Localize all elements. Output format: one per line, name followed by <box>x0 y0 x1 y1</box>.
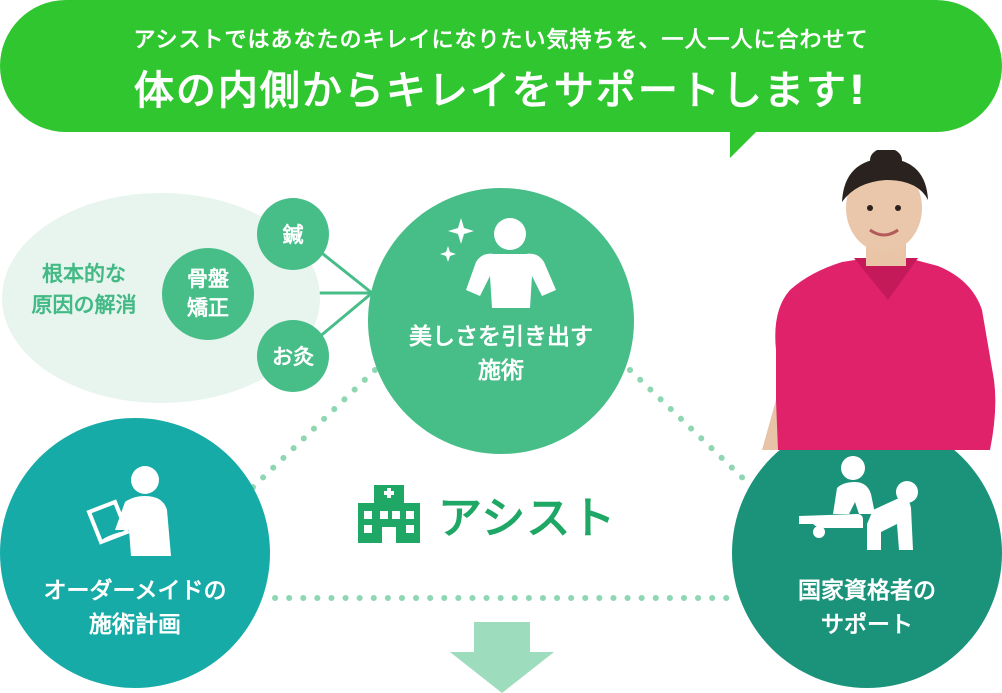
beauty-treatment-line1: 美しさを引き出す <box>409 324 593 350</box>
licensed-support-line2: サポート <box>821 612 913 638</box>
sparkle-person-icon <box>440 218 556 308</box>
clinic-logo: アシスト <box>358 484 638 544</box>
acupuncture-label: 鍼 <box>282 223 304 247</box>
therapist-icon <box>799 456 918 550</box>
root-cause-label: 根本的な 原因の解消 <box>14 259 154 321</box>
root-cause-label-line1: 根本的な <box>42 262 126 286</box>
moxibustion-badge: お灸 <box>257 320 329 392</box>
pelvis-label-line2: 矯正 <box>187 296 229 320</box>
custom-plan-circle: オーダーメイドの 施術計画 <box>0 418 270 688</box>
banner-title: 体の内側からキレイをサポートします! <box>133 68 869 114</box>
speech-bubble-banner <box>0 0 1002 132</box>
custom-plan-line2: 施術計画 <box>89 612 181 638</box>
moxibustion-label: お灸 <box>272 345 314 369</box>
clinic-name: アシスト <box>438 493 617 544</box>
licensed-support-circle: 国家資格者の サポート <box>732 418 1002 688</box>
clinic-building-icon <box>358 485 420 543</box>
speech-bubble-tail <box>730 120 768 158</box>
banner-subtitle: アシストではあなたのキレイになりたい気持ちを、一人一人に合わせて <box>133 28 869 53</box>
staff-photo <box>762 150 996 450</box>
pelvis-label-line1: 骨盤 <box>187 267 229 291</box>
beauty-treatment-circle: 美しさを引き出す 施術 <box>368 188 634 454</box>
custom-plan-line1: オーダーメイドの <box>43 578 227 604</box>
planner-icon <box>86 466 171 556</box>
down-arrow-icon <box>450 622 554 693</box>
root-cause-label-line2: 原因の解消 <box>31 293 137 317</box>
pelvis-correction-badge: 骨盤 矯正 <box>162 248 254 340</box>
beauty-treatment-line2: 施術 <box>478 358 524 384</box>
acupuncture-badge: 鍼 <box>257 198 329 270</box>
licensed-support-line1: 国家資格者の <box>798 578 936 604</box>
